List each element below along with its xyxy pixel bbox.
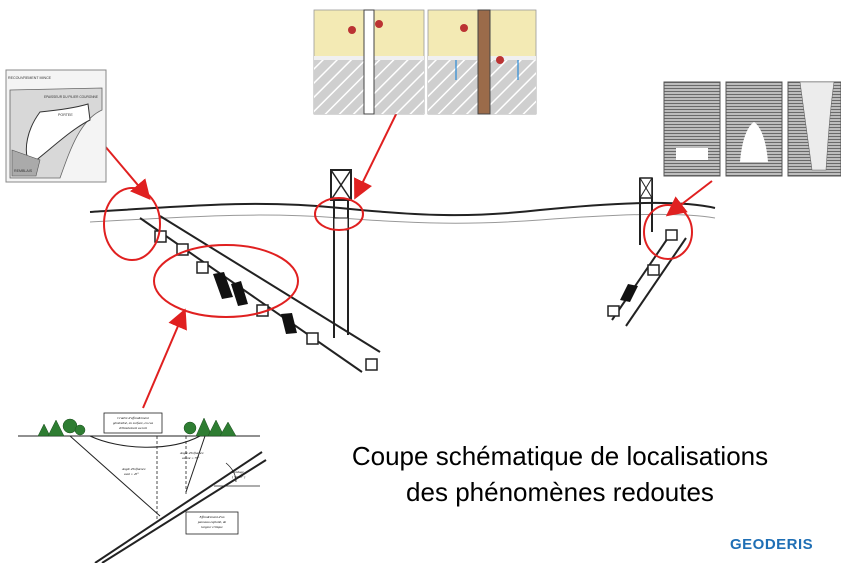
highlight-ellipses: [103, 187, 693, 318]
pendage-line2: ( 50-60° ): [232, 475, 246, 479]
angle-aval-line2: aval = 45°: [124, 472, 139, 476]
right-shaft: [607, 177, 687, 327]
inset-shaft-photos: [313, 9, 537, 115]
caption-line-1: Coupe schématique de localisations: [351, 441, 769, 471]
pendage-line1: Pendage: [231, 470, 244, 474]
box2-line1: Effondrement d'un: [199, 515, 225, 519]
angle-amont-line2: amont = 70°: [182, 456, 200, 460]
angle-amont-line1: Angle d'influence: [179, 451, 204, 455]
inset-label-remblais: REMBLAIS: [14, 169, 33, 173]
inset-label-portee: PORTEE: [58, 113, 73, 117]
inclined-seam-left: [139, 215, 381, 373]
box2-line3: largeur critique: [201, 525, 223, 529]
inset-label-recouvrement: RECOUVREMENT MINCE: [8, 76, 52, 80]
caption: Coupe schématique de localisations des p…: [300, 438, 820, 510]
inset-pillar-crown: RECOUVREMENT MINCE EPAISSEUR DU PILIER C…: [5, 69, 107, 183]
central-shaft: [330, 169, 352, 338]
box1-line1: Cratère d'effondrement: [117, 416, 150, 420]
inset-crater-frames: [663, 81, 841, 177]
inset-subsidence-schematic: Cratère d'effondrement généralisé, en su…: [18, 412, 267, 563]
box1-line2: généralisé, en surface, en cas: [113, 421, 154, 426]
box2-line2: panneau exploité, de: [197, 520, 227, 525]
angle-aval-line1: Angle d'influence: [121, 467, 146, 471]
pointer-arrows: [103, 99, 713, 409]
inset-label-epaisseur: EPAISSEUR DU PILIER COURONNE: [44, 95, 98, 99]
box1-line3: d'éboulement au toit: [119, 426, 148, 430]
geoderis-logo: GEODERIS: [730, 536, 814, 553]
caption-line-2: des phénomènes redoutes: [406, 477, 714, 507]
ground-surface: [89, 201, 716, 224]
